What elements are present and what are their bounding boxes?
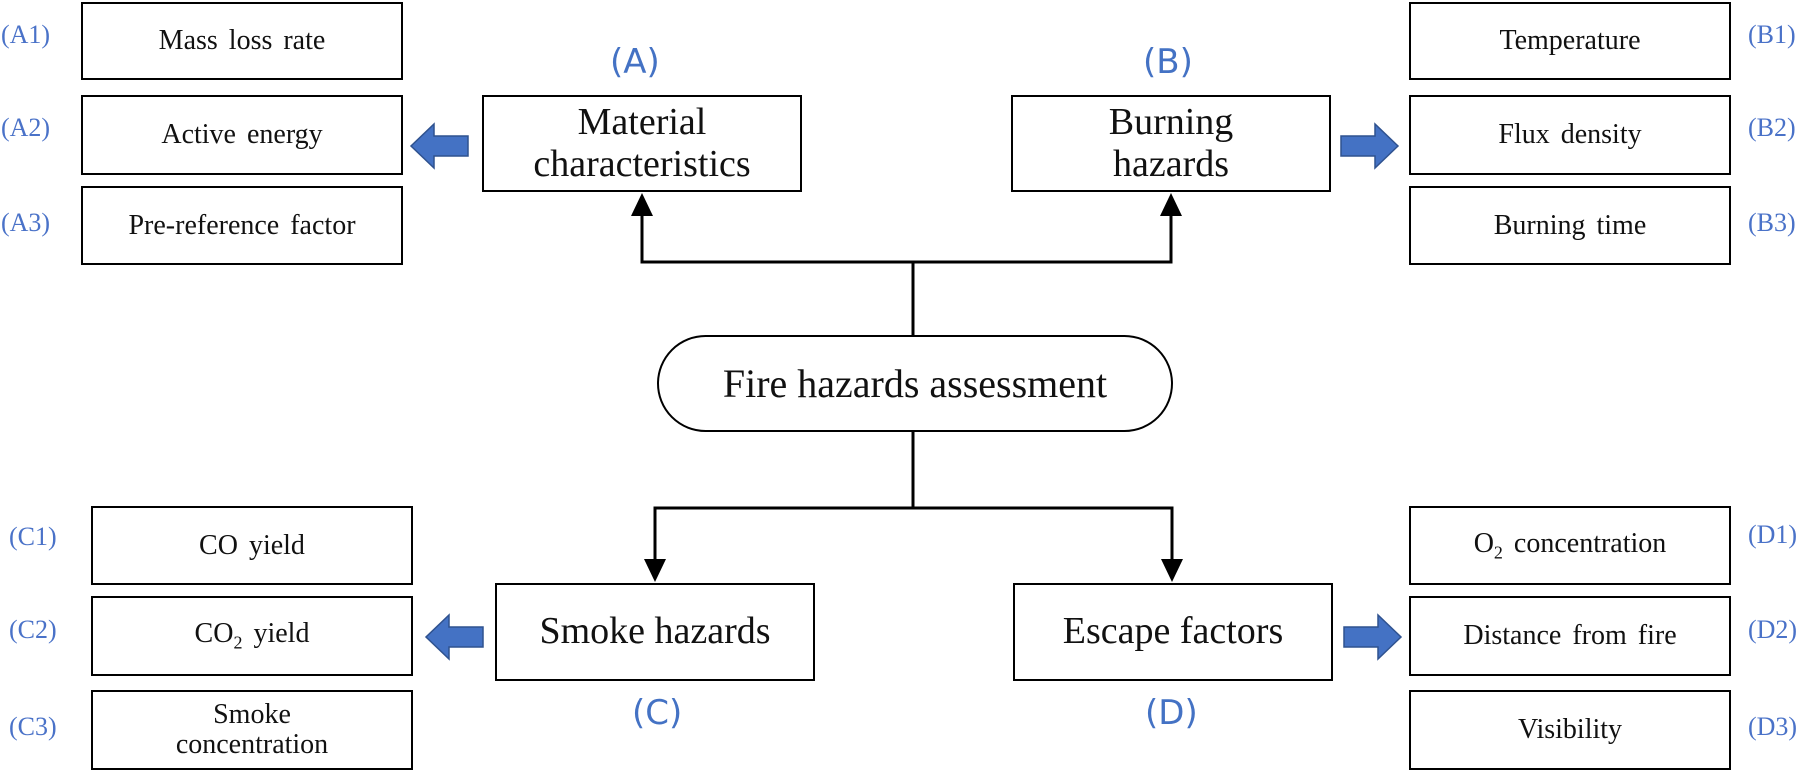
leaf-tag-a2: (A2) [1, 113, 51, 142]
leaf-c1: CO yield [91, 506, 413, 585]
leaf-c3: Smoke concentration [91, 690, 413, 770]
leaf-tag-d3: (D3) [1748, 712, 1798, 741]
leaf-d2: Distance from fire [1409, 596, 1731, 676]
connector-lines [640, 215, 1174, 560]
leaf-b3-label: Burning time [1493, 209, 1647, 241]
connector-to-burning [913, 215, 1173, 264]
leaf-b1: Temperature [1409, 2, 1731, 80]
leaf-c2-label: CO2 yield [195, 618, 310, 654]
leaf-c1-label: CO yield [199, 529, 305, 561]
leaf-d1-subscript: 2 [1493, 542, 1503, 563]
leaf-tag-c1: (C1) [9, 522, 57, 551]
leaf-d2-label: Distance from fire [1463, 620, 1677, 651]
connector-to-escape [913, 506, 1174, 560]
arrow-right-escape [1343, 613, 1403, 661]
leaf-tag-c3: (C3) [9, 712, 57, 741]
category-tag-c: (C) [632, 693, 683, 733]
leaf-c3-line1: Smoke [213, 698, 291, 730]
leaf-tag-b2: (B2) [1748, 113, 1796, 142]
leaf-tag-a3: (A3) [1, 208, 51, 237]
leaf-c3-line2: concentration [175, 729, 329, 760]
center-node: Fire hazards assessment [657, 335, 1173, 432]
leaf-c2-suffix: yield [242, 618, 310, 650]
leaf-d1-suffix: concentration [1502, 527, 1667, 559]
leaf-d1-label: O2 concentration [1474, 528, 1667, 564]
category-tag-a: (A) [610, 42, 660, 82]
leaf-tag-a1: (A1) [1, 20, 51, 49]
leaf-d1-formula: O [1473, 527, 1494, 559]
leaf-tag-d1: (D1) [1748, 520, 1798, 549]
category-material: Material characteristics [482, 95, 802, 192]
connector-to-material [640, 215, 915, 335]
leaf-tag-b1: (B1) [1748, 20, 1796, 49]
leaf-tag-c2: (C2) [9, 615, 57, 644]
category-burning: Burning hazards [1011, 95, 1331, 192]
arrowhead-up-burning [1160, 193, 1182, 216]
category-tag-d: (D) [1145, 693, 1198, 733]
category-burning-line1: Burning [1108, 101, 1234, 144]
leaf-d3-label: Visibility [1517, 714, 1623, 745]
leaf-c2-formula: CO [194, 618, 234, 650]
category-smoke: Smoke hazards [495, 583, 815, 681]
leaf-c2: CO2 yield [91, 596, 413, 676]
leaf-a1-label: Mass loss rate [158, 25, 326, 56]
leaf-tag-b3: (B3) [1748, 208, 1796, 237]
arrow-left-material [409, 122, 469, 170]
category-escape: Escape factors [1013, 583, 1333, 681]
arrow-right-burning [1340, 122, 1400, 170]
arrowhead-down-escape [1161, 559, 1183, 582]
leaf-b3: Burning time [1409, 186, 1731, 265]
leaf-tag-d2: (D2) [1748, 615, 1798, 644]
leaf-b2: Flux density [1409, 95, 1731, 175]
category-escape-label: Escape factors [1062, 610, 1284, 653]
leaf-b1-label: Temperature [1499, 25, 1641, 56]
leaf-a2: Active energy [81, 95, 403, 175]
leaf-d3: Visibility [1409, 690, 1731, 770]
arrow-left-smoke [424, 613, 484, 661]
category-burning-line2: hazards [1112, 142, 1230, 185]
category-tag-b: (B) [1143, 42, 1193, 82]
arrowhead-up-material [631, 193, 653, 216]
connector-to-smoke [653, 432, 915, 560]
leaf-a1: Mass loss rate [81, 2, 403, 80]
center-label: Fire hazards assessment [722, 361, 1108, 406]
arrowhead-down-smoke [644, 559, 666, 582]
category-smoke-label: Smoke hazards [539, 610, 771, 653]
leaf-b2-label: Flux density [1498, 119, 1642, 150]
category-material-line2: characteristics [533, 142, 751, 185]
leaf-a2-label: Active energy [161, 119, 323, 150]
leaf-d1: O2 concentration [1409, 506, 1731, 585]
leaf-a3-label: Pre-reference factor [128, 209, 356, 241]
leaf-a3: Pre-reference factor [81, 186, 403, 265]
category-material-line1: Material [577, 101, 707, 144]
leaf-c2-subscript: 2 [233, 632, 243, 653]
